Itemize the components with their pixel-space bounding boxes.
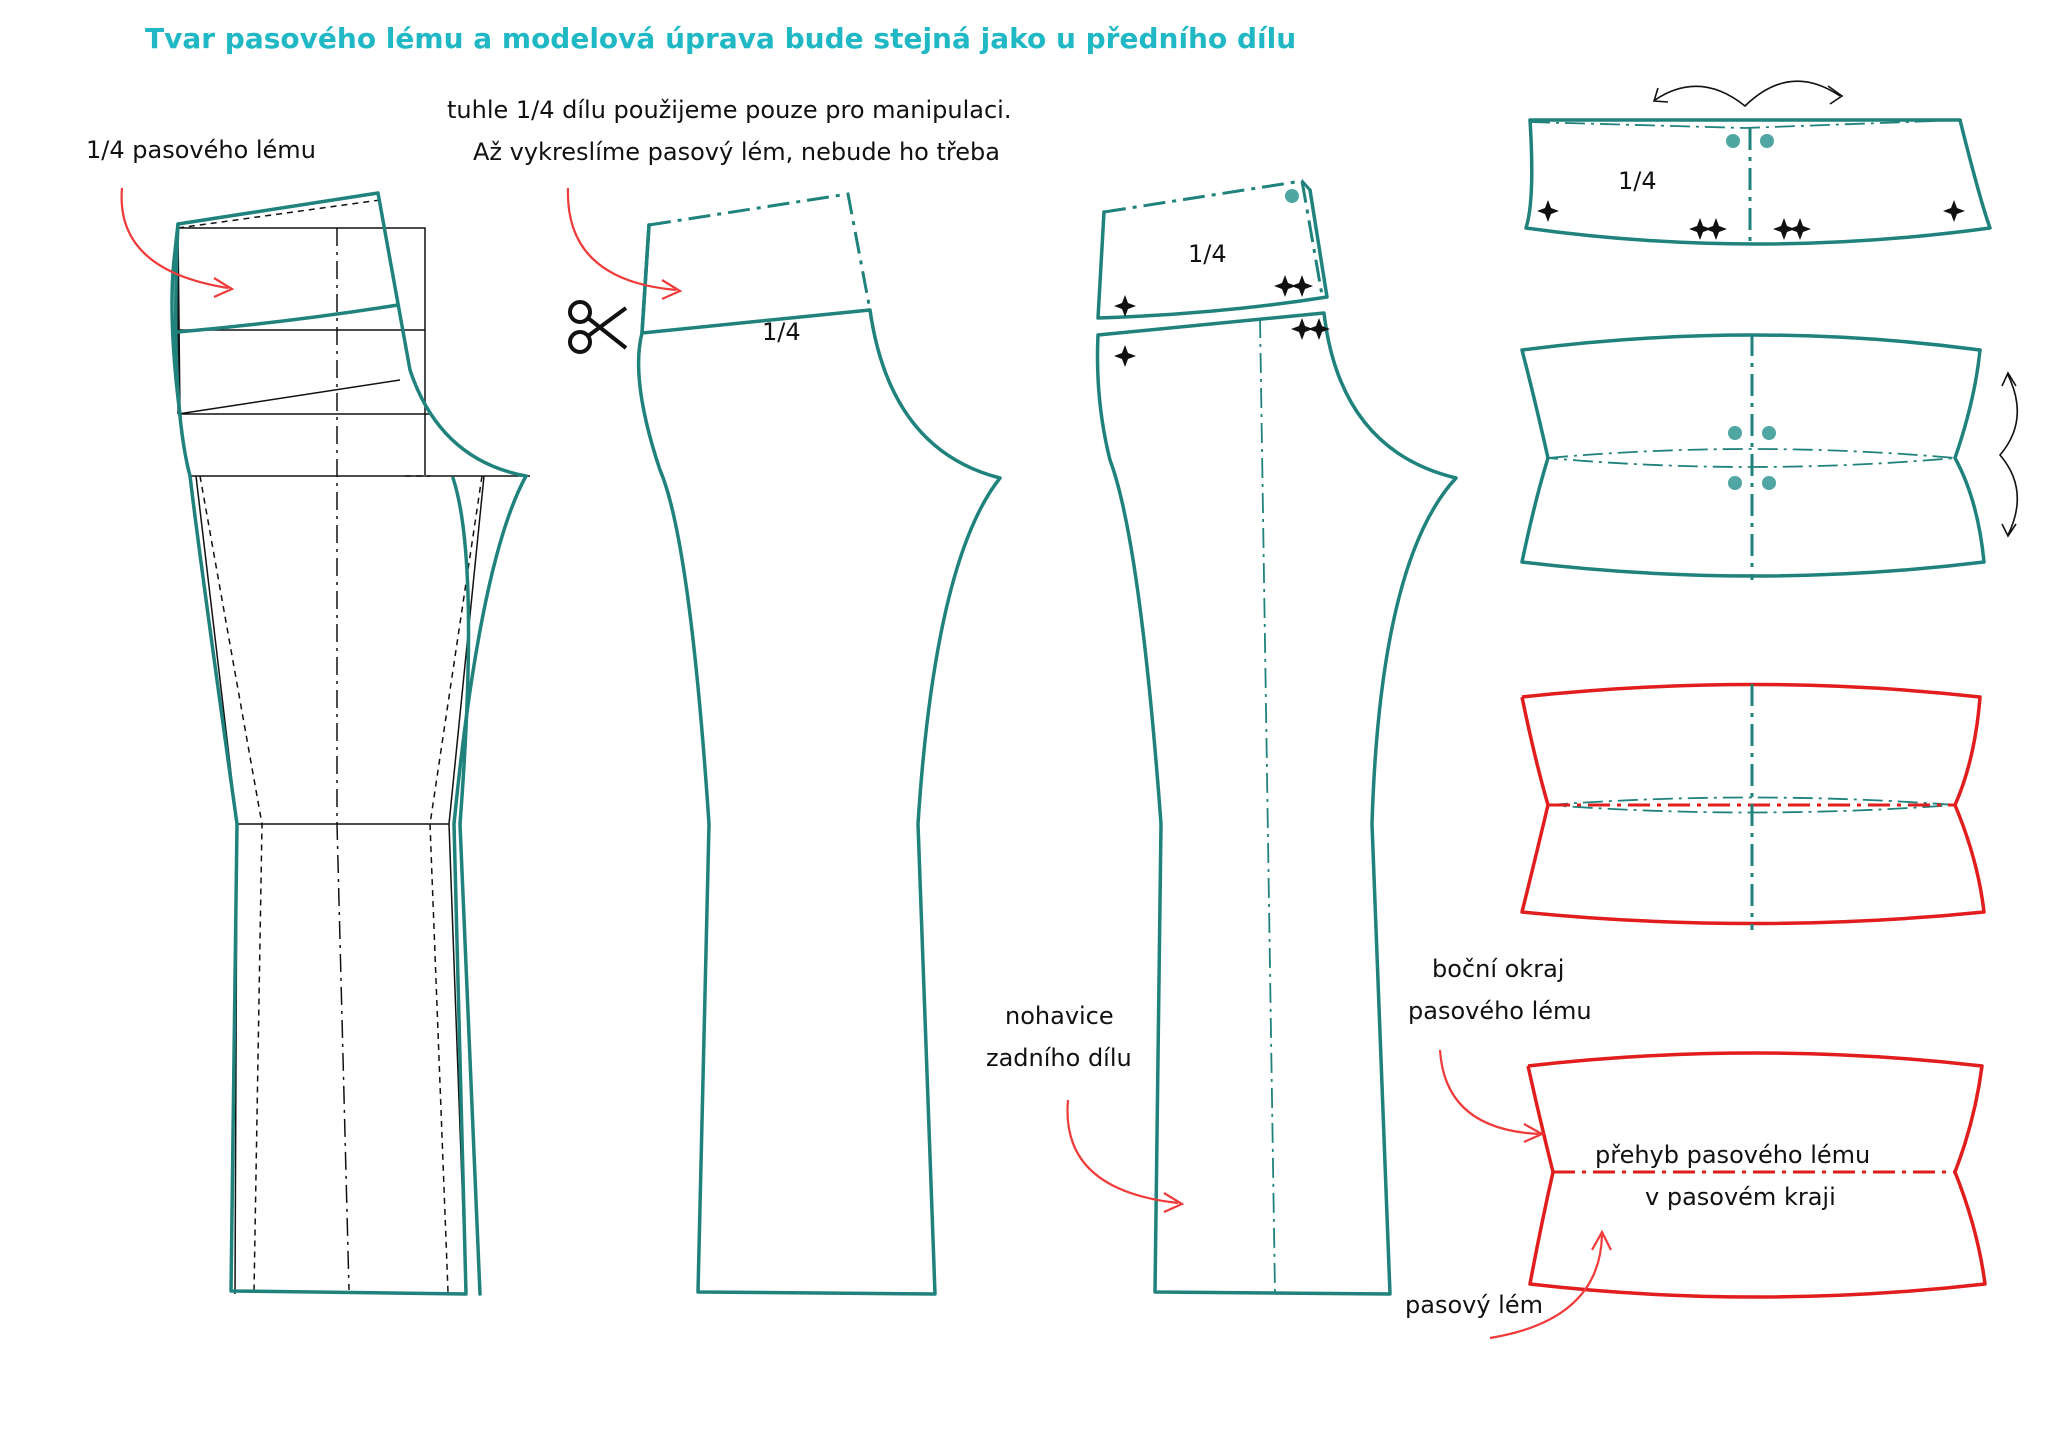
flip-arrow — [1654, 80, 1841, 108]
waistband-label: pasový lém — [1405, 1291, 1543, 1319]
quarter-label-b: 1/4 — [1188, 240, 1227, 268]
side-edge-label-1: boční okraj — [1432, 955, 1564, 983]
mirror-arrow — [1998, 374, 2019, 536]
note-line-2: Až vykreslíme pasový lém, nebude ho třeb… — [473, 138, 1000, 166]
cut-piece-outline — [636, 223, 1002, 1296]
note-line-1: tuhle 1/4 dílu použijeme pouze pro manip… — [447, 96, 1011, 124]
mirror-arrow-head-bottom — [2001, 523, 2017, 538]
center-grainline — [336, 228, 350, 1291]
marker-dot — [1726, 134, 1740, 148]
construction-lines — [177, 227, 530, 1295]
marker-dot — [1760, 134, 1774, 148]
back-leg-piece: 1/4 nohavice zadního dílu — [986, 179, 1458, 1296]
arrow-waistband — [1489, 1234, 1604, 1340]
band-quarter-side — [1300, 180, 1324, 296]
mirrored-band — [1520, 333, 2019, 580]
quarter-band-label: 1/4 pasového lému — [86, 136, 316, 164]
back-leg-grainline — [1259, 317, 1276, 1295]
final-waistband: boční okraj pasového lému přehyb pasovéh… — [1405, 955, 1987, 1340]
four-point-star-icon — [1537, 200, 1965, 240]
construction-drawing: 1/4 pasového lému — [86, 136, 530, 1296]
arrow-side-edge-head — [1523, 1123, 1545, 1144]
marker-dot — [1285, 189, 1299, 203]
marker-dot — [1762, 476, 1776, 490]
four-point-star-icon — [1114, 275, 1330, 367]
flip-arrow-head-right — [1827, 85, 1844, 105]
quarter-band-line — [176, 303, 400, 334]
red-band-overlay — [1520, 682, 1986, 930]
back-leg-label-2: zadního dílu — [986, 1044, 1132, 1072]
arrow-waistband-head — [1591, 1229, 1612, 1251]
arrow-side-edge — [1438, 1049, 1541, 1136]
construction-dashed — [177, 199, 483, 1293]
crotch-curve-line — [451, 476, 482, 1296]
quarter-label-c: 1/4 — [1618, 167, 1657, 195]
band-quarter-piece — [1096, 188, 1329, 320]
cut-piece: 1/4 tuhle 1/4 dílu použijeme pouze pro m… — [447, 96, 1011, 1296]
flip-arrow-head-left — [1652, 87, 1669, 103]
marker-dot — [1728, 476, 1742, 490]
fold-label-2: v pasovém kraji — [1645, 1183, 1836, 1211]
joined-quarters-outline — [1524, 118, 1992, 246]
marker-dot — [1762, 426, 1776, 440]
arrow-note — [566, 187, 677, 292]
scissors-icon — [568, 300, 628, 354]
joined-quarters: 1/4 — [1524, 80, 1992, 246]
band-quarter-top — [1103, 179, 1312, 214]
back-leg-outline — [1095, 311, 1458, 1296]
fold-label-1: přehyb pasového lému — [1595, 1141, 1870, 1169]
mirrored-band-outline — [1520, 333, 1986, 578]
cut-quarter-side — [640, 223, 651, 335]
waistband-outline — [1526, 1051, 1987, 1299]
front-piece-outline — [173, 191, 528, 1296]
joined-quarters-top — [1529, 119, 1963, 129]
arrow-quarter-band-head — [213, 277, 235, 299]
marker-dot — [1728, 426, 1742, 440]
quarter-label-a: 1/4 — [762, 318, 801, 346]
cut-quarter-top — [648, 192, 872, 311]
back-leg-label-1: nohavice — [1005, 1002, 1114, 1030]
arrow-note-head — [661, 279, 683, 301]
arrow-back-leg-head — [1163, 1192, 1185, 1214]
arrow-back-leg — [1066, 1099, 1179, 1205]
mirror-arrow-head-top — [2001, 371, 2017, 387]
front-outline-inner — [170, 222, 182, 417]
arrow-quarter-band — [120, 187, 229, 290]
red-band-outline — [1520, 682, 1986, 926]
page-title: Tvar pasového lému a modelová úprava bud… — [145, 22, 1296, 55]
side-edge-label-2: pasového lému — [1408, 997, 1592, 1025]
